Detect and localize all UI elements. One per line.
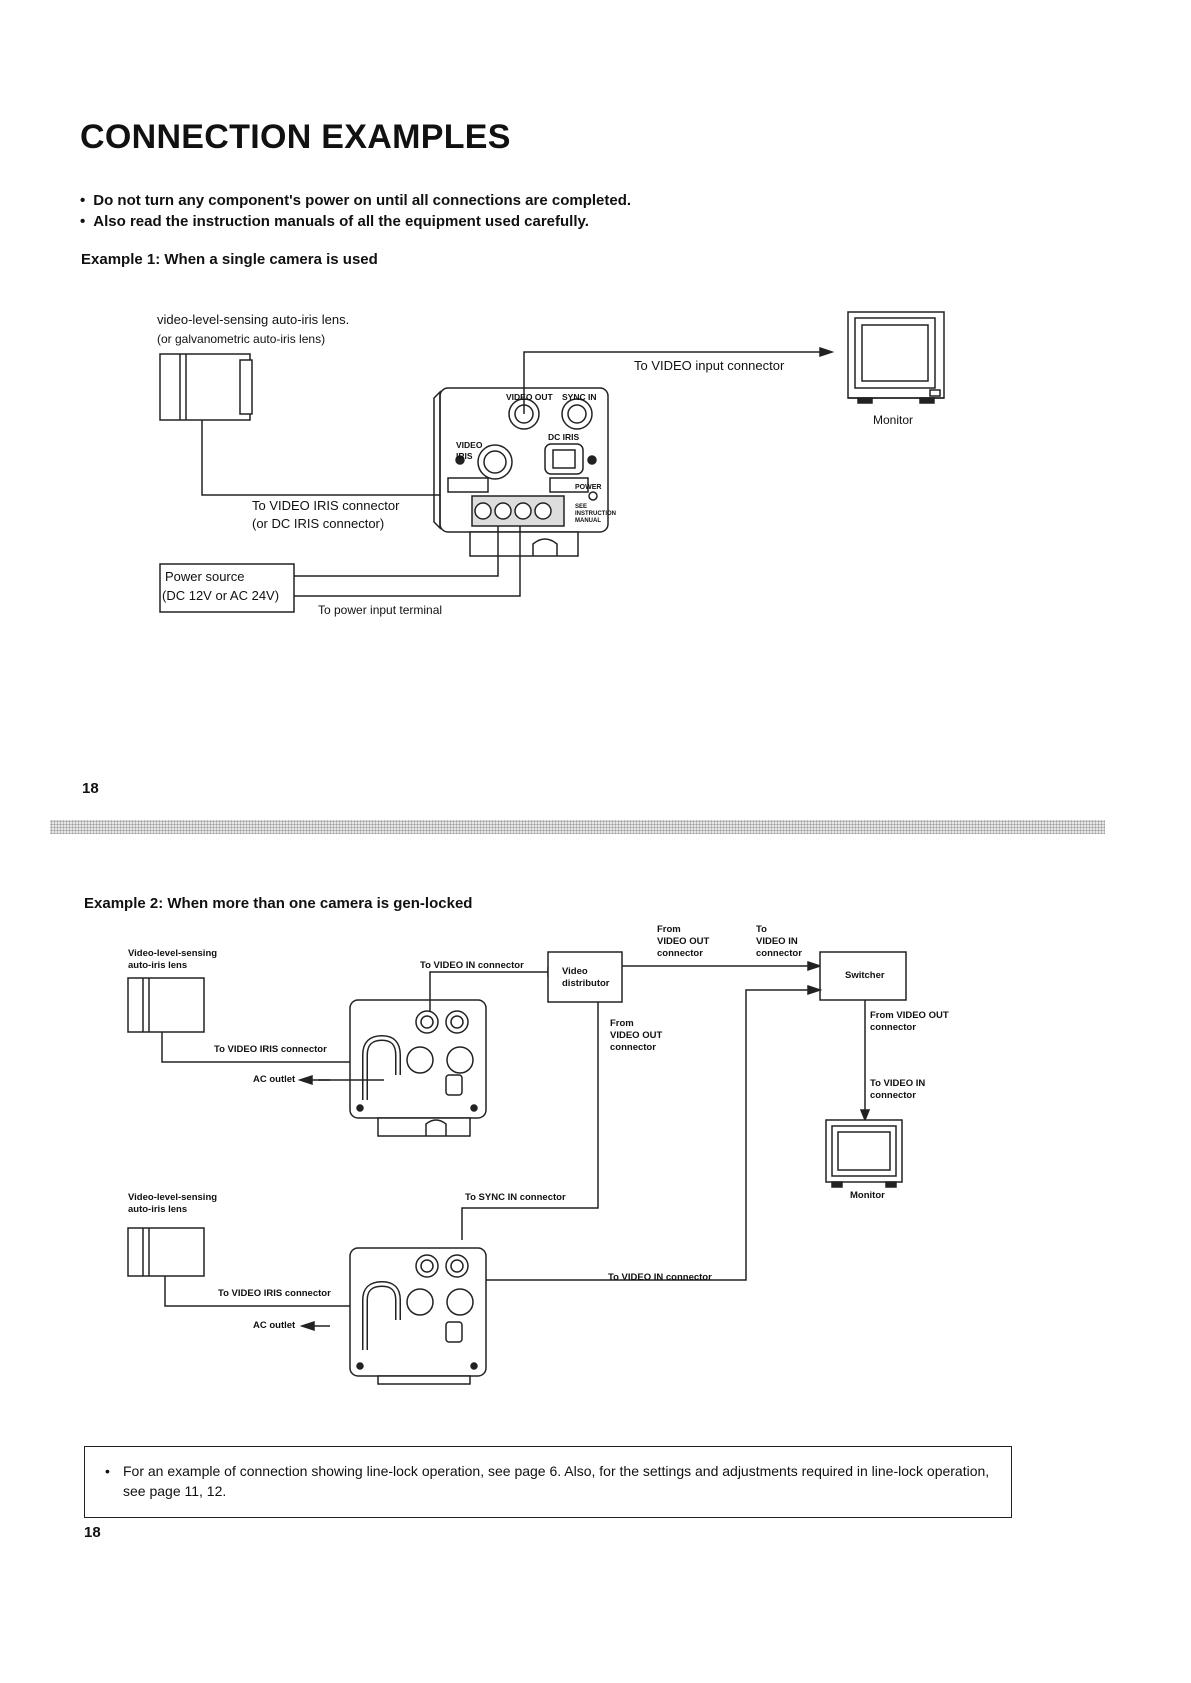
to-video-in-switcher-line2: VIDEO IN: [756, 936, 798, 947]
iris-label-line1: To VIDEO IRIS connector: [252, 498, 400, 513]
from-video-out-dist-line2: VIDEO OUT: [610, 1030, 663, 1041]
power-source-label: Power source: [165, 569, 245, 584]
from-video-out-dist-line3: connector: [610, 1042, 656, 1053]
distributor-label-line1: Video: [562, 966, 588, 977]
cam1-sync-in-label: SYNC IN: [562, 392, 597, 402]
lens-label-line1: video-level-sensing auto-iris lens.: [157, 312, 350, 327]
video-input-label: To VIDEO input connector: [634, 358, 785, 373]
caution-list: Do not turn any component's power on unt…: [80, 190, 631, 232]
page-title: CONNECTION EXAMPLES: [80, 118, 511, 156]
note-bullet: •: [105, 1463, 110, 1479]
monitor-in-line2: connector: [870, 1090, 916, 1101]
to-video-in-bottom-label: To VIDEO IN connector: [608, 1272, 712, 1283]
switcher-label: Switcher: [845, 970, 885, 981]
ac-outlet-top-label: AC outlet: [253, 1074, 296, 1085]
monitor-label: Monitor: [873, 413, 914, 427]
cam1-video-iris-label: VIDEO IRIS: [456, 440, 483, 461]
to-video-in-switcher-line1: To: [756, 924, 767, 935]
to-video-in-switcher-line3: connector: [756, 948, 802, 959]
lens-label-line2: (or galvanometric auto-iris lens): [157, 332, 326, 346]
lens-top-label-line1: Video-level-sensing: [128, 948, 218, 959]
lens-top-label-line2: auto-iris lens: [128, 960, 188, 971]
cam1-video-out-label: VIDEO OUT: [506, 392, 553, 402]
iris-label-line2: (or DC IRIS connector): [252, 516, 385, 531]
note-text: For an example of connection showing lin…: [123, 1463, 990, 1499]
lens-bottom-label-line2: auto-iris lens: [128, 1204, 188, 1215]
example2-title: Example 2: When more than one camera is …: [84, 895, 473, 912]
lens-icon: [127, 1227, 205, 1277]
distributor-label-line2: distributor: [562, 978, 610, 989]
lens-bottom-label-line1: Video-level-sensing: [128, 1192, 218, 1203]
cam1-manual-label: SEE INSTRUCTION MANUAL: [575, 504, 616, 524]
to-video-in-top-label: To VIDEO IN connector: [420, 960, 524, 971]
from-video-out-top-line2: VIDEO OUT: [657, 936, 710, 947]
page-number-bottom: 18: [84, 1524, 101, 1541]
cam1-power-label: POWER: [575, 484, 602, 491]
page-divider: [50, 820, 1105, 834]
lens-icon: [127, 977, 205, 1033]
switcher-out-line1: From VIDEO OUT: [870, 1010, 949, 1021]
from-video-out-top-line3: connector: [657, 948, 703, 959]
from-video-out-dist-line1: From: [610, 1018, 634, 1029]
sync-in-label: To SYNC IN connector: [465, 1192, 566, 1203]
monitor-label-ex2: Monitor: [850, 1190, 885, 1201]
power-source-spec: (DC 12V or AC 24V): [162, 588, 280, 603]
iris-bottom-label: To VIDEO IRIS connector: [218, 1288, 331, 1299]
monitor-in-line1: To VIDEO IN: [870, 1078, 926, 1089]
lens-icon: [159, 353, 253, 421]
iris-top-label: To VIDEO IRIS connector: [214, 1044, 327, 1055]
switcher-out-line2: connector: [870, 1022, 916, 1033]
ac-outlet-bottom-label: AC outlet: [253, 1320, 296, 1331]
page-number-top: 18: [82, 780, 99, 797]
power-terminal-label: To power input terminal: [318, 603, 443, 617]
camera-rear-panel-icon: [433, 387, 609, 557]
caution-item: Also read the instruction manuals of all…: [80, 211, 631, 232]
example1-title: Example 1: When a single camera is used: [81, 251, 378, 268]
caution-item: Do not turn any component's power on unt…: [80, 190, 631, 211]
monitor-icon: [847, 311, 945, 404]
from-video-out-top-line1: From: [657, 924, 681, 935]
line-lock-note: • For an example of connection showing l…: [84, 1446, 1012, 1518]
cam1-dc-iris-label: DC IRIS: [548, 432, 580, 442]
monitor-icon: [825, 1119, 903, 1188]
camera-bottom-icon: [349, 1247, 487, 1385]
camera-top-icon: [349, 999, 487, 1137]
